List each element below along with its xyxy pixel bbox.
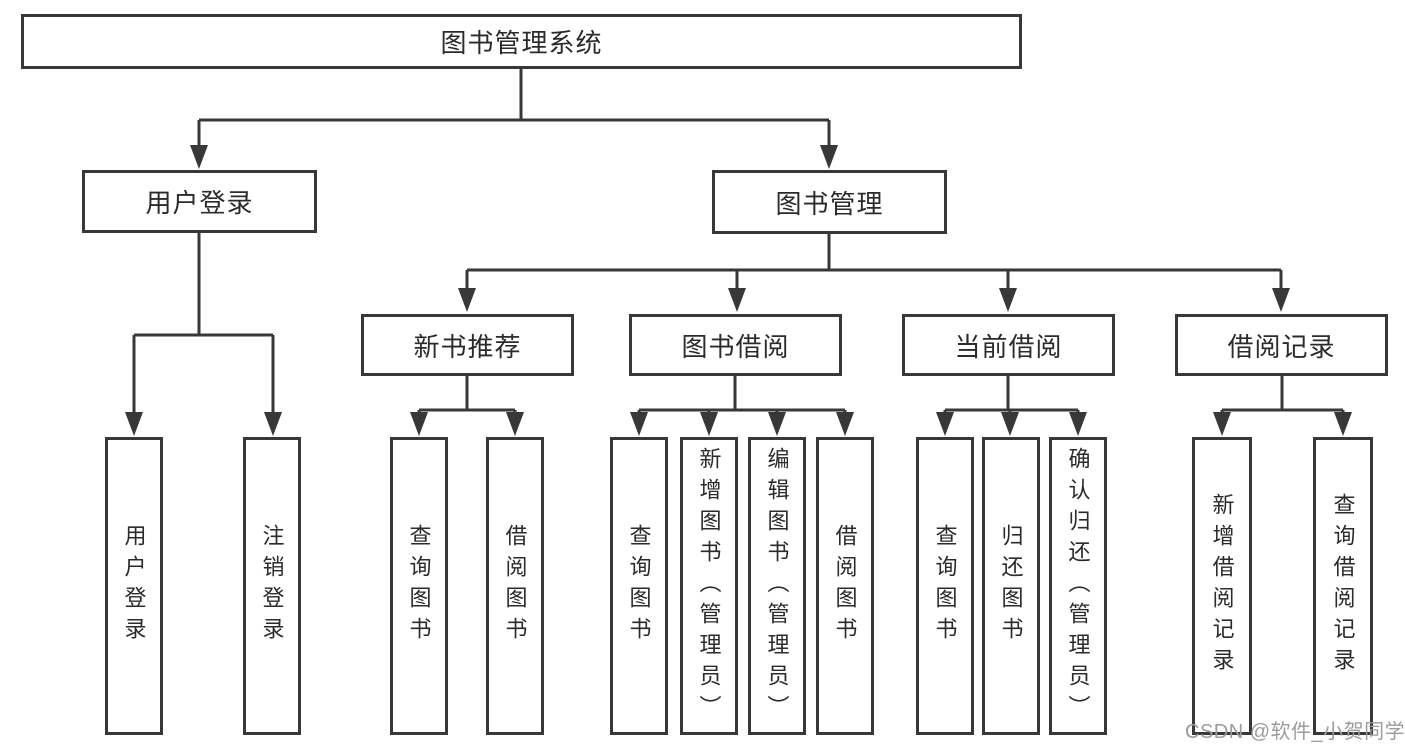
arrow-down-icon — [506, 412, 524, 436]
leaf-add-book-admin: 新增图书（管理员） — [680, 437, 738, 735]
leaf-label: 借阅图书 — [502, 524, 528, 648]
leaf-label: 用户登录 — [121, 524, 147, 648]
leaf-query-book-3: 查询图书 — [916, 437, 974, 735]
node-current-borrow: 当前借阅 — [902, 314, 1115, 376]
arrow-down-icon — [1272, 288, 1290, 312]
csdn-watermark: CSDN @软件_小贺同学 — [1185, 721, 1405, 743]
arrow-down-icon — [1334, 412, 1352, 436]
node-root-system: 图书管理系统 — [21, 14, 1022, 69]
leaf-user-login: 用户登录 — [105, 437, 163, 735]
leaf-label: 编辑图书（管理员） — [764, 446, 790, 726]
leaf-label: 归还图书 — [998, 524, 1024, 648]
leaf-edit-book-admin: 编辑图书（管理员） — [748, 437, 806, 735]
arrow-down-icon — [264, 412, 282, 436]
connector-borrow-record-to-leaves — [1213, 376, 1352, 436]
arrow-down-icon — [999, 288, 1017, 312]
leaf-confirm-return-admin: 确认归还（管理员） — [1049, 437, 1107, 735]
arrow-down-icon — [936, 412, 954, 436]
connector-book-borrow-to-leaves — [630, 376, 854, 436]
leaf-borrow-book-1: 借阅图书 — [486, 437, 544, 735]
arrow-down-icon — [1069, 412, 1087, 436]
leaf-add-borrow-record: 新增借阅记录 — [1192, 437, 1252, 735]
leaf-borrow-book-2: 借阅图书 — [816, 437, 874, 735]
leaf-logout: 注销登录 — [243, 437, 301, 735]
arrow-down-icon — [630, 412, 648, 436]
leaf-label: 新增图书（管理员） — [696, 446, 722, 726]
arrow-down-icon — [190, 145, 208, 169]
node-borrow-record: 借阅记录 — [1175, 314, 1388, 376]
arrow-down-icon — [125, 412, 143, 436]
leaf-return-book: 归还图书 — [982, 437, 1040, 735]
connector-current-borrow-to-leaves — [936, 376, 1087, 436]
arrow-down-icon — [820, 145, 838, 169]
arrow-down-icon — [1001, 412, 1019, 436]
node-book-borrow: 图书借阅 — [629, 314, 842, 376]
arrow-down-icon — [728, 288, 746, 312]
connector-root-to-level1 — [190, 68, 838, 169]
arrow-down-icon — [768, 412, 786, 436]
node-user-login: 用户登录 — [82, 170, 317, 233]
leaf-query-book-1: 查询图书 — [390, 437, 448, 735]
arrow-down-icon — [700, 412, 718, 436]
leaf-label: 新增借阅记录 — [1209, 493, 1235, 679]
connector-new-book-to-leaves — [410, 376, 524, 436]
leaf-query-borrow-record: 查询借阅记录 — [1313, 437, 1373, 735]
node-book-management: 图书管理 — [712, 170, 947, 234]
arrow-down-icon — [836, 412, 854, 436]
leaf-label: 借阅图书 — [832, 524, 858, 648]
node-new-book-recommend: 新书推荐 — [361, 314, 574, 376]
leaf-label: 注销登录 — [259, 524, 285, 648]
connector-user-login-to-leaves — [125, 233, 282, 436]
arrow-down-icon — [458, 288, 476, 312]
leaf-label: 确认归还（管理员） — [1065, 446, 1091, 726]
arrow-down-icon — [1213, 412, 1231, 436]
arrow-down-icon — [410, 412, 428, 436]
leaf-label: 查询图书 — [406, 524, 432, 648]
leaf-label: 查询图书 — [626, 524, 652, 648]
leaf-label: 查询图书 — [932, 524, 958, 648]
leaf-query-book-2: 查询图书 — [610, 437, 668, 735]
connector-book-mgmt-to-level2 — [458, 233, 1290, 312]
leaf-label: 查询借阅记录 — [1330, 493, 1356, 679]
